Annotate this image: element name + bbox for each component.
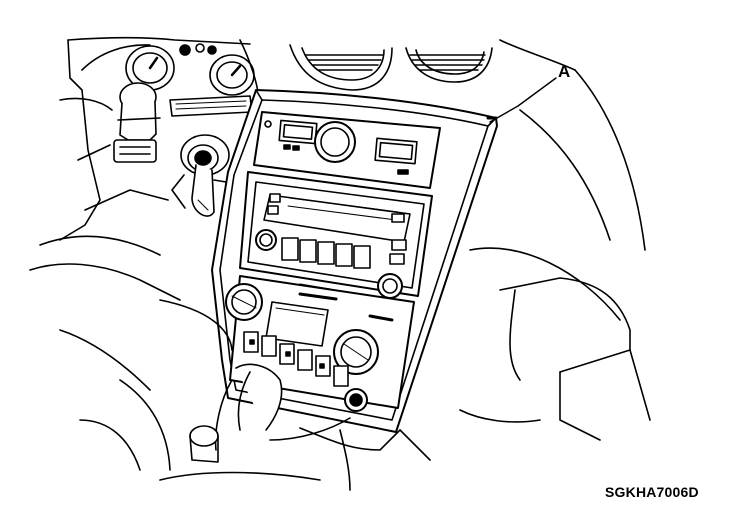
passenger-dash [460,70,650,440]
wiper-stalk-knob [114,83,160,162]
preset-buttons [282,238,370,268]
audio-head-unit [240,172,432,298]
key-icon [192,165,214,216]
lower-console [60,300,430,490]
callout-label-a: A [558,62,571,81]
instrument-cluster [68,38,254,116]
volume-knob [256,230,276,250]
tune-knob [378,274,402,298]
shift-knob [190,426,218,446]
figure-code: SGKHA7006D [605,484,699,500]
gear-shifter [236,364,282,430]
ignition-switch [172,135,229,216]
left-display-window [279,120,317,143]
callout-leader-line [490,78,556,122]
clock-display-unit [254,112,440,188]
center-air-vents [240,40,575,92]
steering-column [30,40,180,300]
